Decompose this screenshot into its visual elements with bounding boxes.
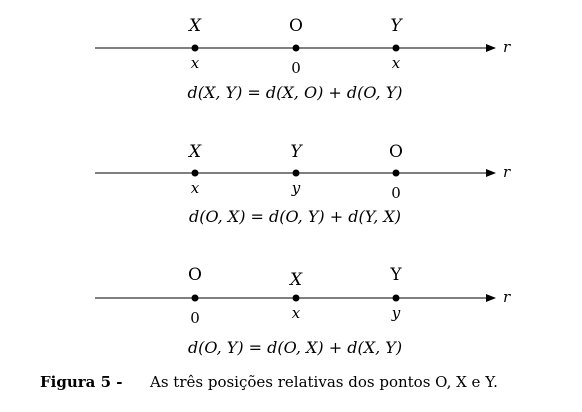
point-dot-1-3: [392, 44, 400, 52]
point-dot-3-3: [392, 294, 400, 302]
coord-label-1-3: x: [392, 54, 401, 72]
point-label-3-3: Y: [389, 265, 402, 285]
equation-2: d(O, X) = d(O, Y) + d(Y, X): [189, 207, 401, 226]
point-dot-2-3: [392, 169, 400, 177]
axis-label-2: r: [503, 163, 511, 181]
axis-label-3: r: [503, 288, 511, 306]
number-line-3: O X Y 0 x y r d(O, Y) = d(O, X) + d(X, Y…: [95, 265, 511, 357]
point-label-2-1: X: [187, 142, 202, 162]
number-line-2: X Y O x y 0 r d(O, X) = d(O, Y) + d(Y, X…: [95, 142, 511, 226]
caption-text: As três posições relativas dos pontos O,…: [149, 373, 498, 391]
coord-label-3-3: y: [391, 304, 401, 322]
point-label-1-2: O: [289, 16, 303, 36]
equation-3: d(O, Y) = d(O, X) + d(X, Y): [188, 338, 402, 357]
point-label-3-2: X: [288, 270, 303, 290]
coord-label-2-1: x: [191, 179, 200, 197]
point-label-1-3: Y: [390, 16, 403, 36]
point-dot-2-1: [191, 169, 199, 177]
coord-label-1-2: 0: [291, 59, 301, 77]
point-dot-3-1: [191, 294, 199, 302]
coord-label-2-2: y: [291, 179, 301, 197]
coord-label-2-3: 0: [391, 184, 401, 202]
point-label-3-1: O: [188, 265, 202, 285]
axis-label-1: r: [503, 38, 511, 56]
point-dot-2-2: [292, 169, 300, 177]
point-dot-1-2: [292, 44, 300, 52]
coord-label-3-1: 0: [190, 309, 200, 327]
number-line-1: X O Y x 0 x r d(X, Y) = d(X, O) + d(O, Y…: [95, 16, 511, 102]
figure-caption: Figura 5 - As três posições relativas do…: [40, 373, 498, 391]
coord-label-3-2: x: [292, 304, 301, 322]
equation-1: d(X, Y) = d(X, O) + d(O, Y): [187, 83, 402, 102]
point-label-2-2: Y: [290, 142, 303, 162]
coord-label-1-1: x: [191, 54, 200, 72]
point-dot-3-2: [292, 294, 300, 302]
point-label-1-1: X: [187, 16, 202, 36]
point-label-2-3: O: [389, 142, 403, 162]
caption-label: Figura 5 -: [40, 373, 122, 391]
point-dot-1-1: [191, 44, 199, 52]
